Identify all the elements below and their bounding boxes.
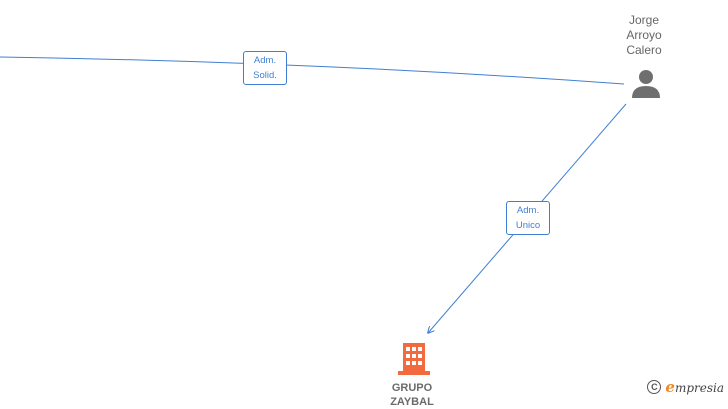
brand-rest: mpresia — [674, 381, 724, 395]
person-icon[interactable] — [632, 70, 660, 98]
relationship-graph — [0, 56, 660, 375]
person-name[interactable]: Jorge Arroyo Calero — [626, 13, 662, 57]
copyright-icon: C — [647, 380, 662, 394]
brand-initial: e — [665, 378, 675, 396]
building-icon[interactable] — [398, 343, 430, 375]
edge-adm-solid[interactable] — [0, 56, 625, 85]
brand-logo: C empresia — [647, 378, 724, 396]
edge-label-adm-solid[interactable]: Adm. Solid. — [243, 51, 287, 85]
brand-name: empresia — [665, 378, 724, 396]
edge-label-adm-unico[interactable]: Adm. Unico — [506, 201, 550, 235]
company-name[interactable]: GRUPO ZAYBAL — [390, 382, 434, 408]
